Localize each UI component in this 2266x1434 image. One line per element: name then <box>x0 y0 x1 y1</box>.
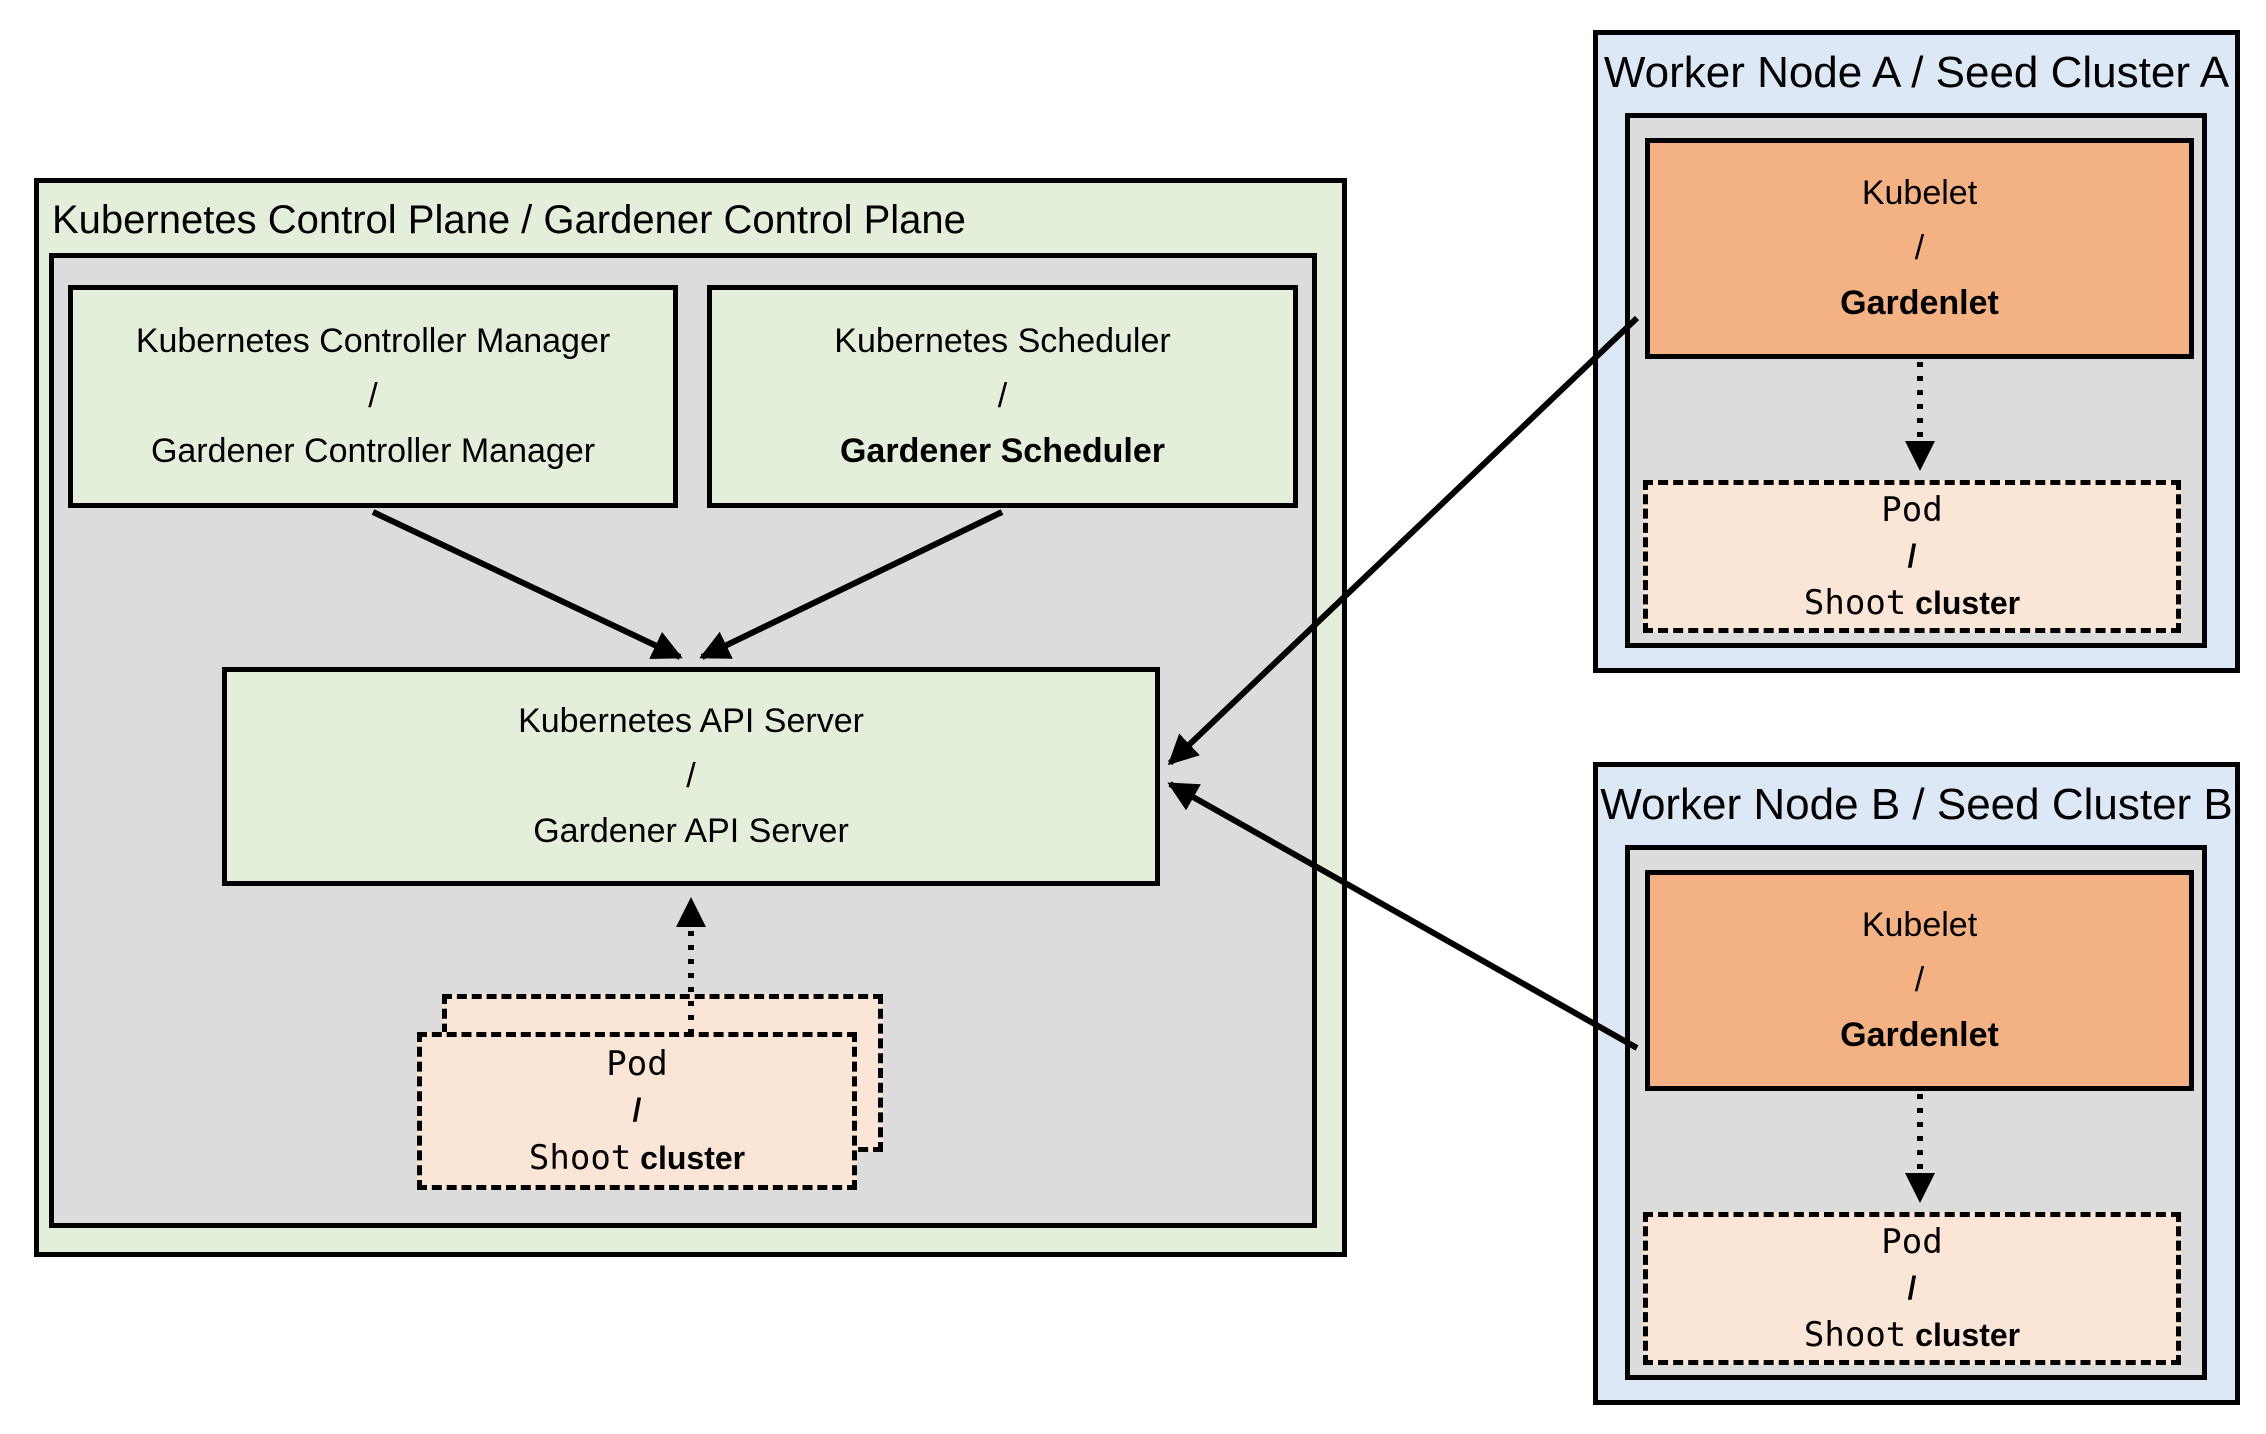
kubelet-b-line2: Gardenlet <box>1840 1016 1999 1055</box>
scheduler-separator: / <box>997 376 1008 415</box>
scheduler-line1: Kubernetes Scheduler <box>834 321 1171 360</box>
controller-manager-separator: / <box>368 376 378 415</box>
api-server-line1: Kubernetes API Server <box>518 701 864 740</box>
controller-manager-line2: Gardener Controller Manager <box>150 432 596 471</box>
pod-line1: Pod <box>606 1044 668 1085</box>
pod-a-line2-cluster: cluster <box>1915 585 2021 622</box>
pod-line2-cluster: cluster <box>640 1139 746 1176</box>
kubelet-b-line1: Kubelet <box>1861 905 1978 944</box>
pod-b-line2-cluster: cluster <box>1915 1317 2021 1354</box>
pod-a-line2: Shoot cluster <box>1804 579 2020 627</box>
kubelet-b-box: Kubelet / Gardenlet <box>1645 870 2194 1091</box>
pod-a-line2-shoot: Shoot <box>1803 583 1907 624</box>
pod-line2-shoot: Shoot <box>528 1137 632 1178</box>
pod-a-box: Pod / Shoot cluster <box>1643 480 2181 633</box>
pod-b-line2-shoot: Shoot <box>1803 1315 1907 1356</box>
kubelet-b-separator: / <box>1914 960 1925 999</box>
pod-a-line1: Pod <box>1881 489 1943 530</box>
pod-b-box: Pod / Shoot cluster <box>1643 1212 2181 1365</box>
api-server-box: Kubernetes API Server / Gardener API Ser… <box>222 667 1160 886</box>
pod-b-line2: Shoot cluster <box>1804 1311 2020 1359</box>
controller-manager-box: Kubernetes Controller Manager / Gardener… <box>68 285 678 508</box>
kubelet-a-line2: Gardenlet <box>1840 284 1999 323</box>
kubelet-a-separator: / <box>1914 228 1925 267</box>
kubelet-a-line1: Kubelet <box>1861 173 1978 212</box>
pod-b-separator: / <box>1907 1269 1917 1306</box>
scheduler-line2: Gardener Scheduler <box>839 432 1165 471</box>
api-server-separator: / <box>686 756 696 795</box>
scheduler-box: Kubernetes Scheduler / Gardener Schedule… <box>707 285 1298 508</box>
pod-separator: / <box>632 1092 642 1129</box>
worker-node-b-title: Worker Node B / Seed Cluster B <box>1600 780 2233 829</box>
pod-b-line1: Pod <box>1881 1221 1943 1262</box>
control-plane-title: Kubernetes Control Plane / Gardener Cont… <box>52 197 966 242</box>
kubelet-a-box: Kubelet / Gardenlet <box>1645 138 2194 359</box>
pod-a-separator: / <box>1907 537 1917 574</box>
worker-node-a-title: Worker Node A / Seed Cluster A <box>1603 48 2230 97</box>
api-server-line2: Gardener API Server <box>533 812 849 851</box>
pod-shoot-box-front: Pod / Shoot cluster <box>417 1032 857 1190</box>
controller-manager-line1: Kubernetes Controller Manager <box>135 321 611 360</box>
pod-line2: Shoot cluster <box>529 1134 745 1182</box>
